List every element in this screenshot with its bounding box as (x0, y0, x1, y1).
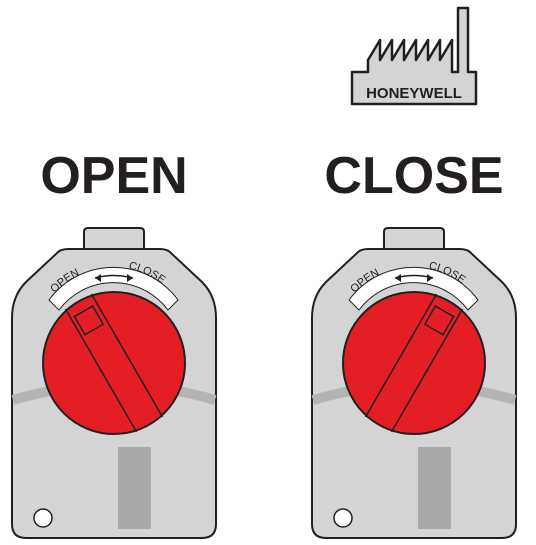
indicator-window (418, 447, 451, 529)
red-dial[interactable] (42, 291, 186, 435)
logo-text: HONEYWELL (366, 85, 462, 102)
red-dial[interactable] (342, 291, 486, 435)
dial-label-band (348, 266, 479, 311)
factory-icon (350, 6, 478, 106)
indicator-window (118, 447, 151, 529)
direction-arrow (394, 274, 434, 282)
actuator-top-tab (383, 227, 445, 249)
actuator-top-tab (83, 227, 145, 249)
close-heading: CLOSE (324, 147, 503, 205)
honeywell-logo: HONEYWELL (350, 6, 478, 106)
dial-handle-open (64, 293, 164, 433)
actuator-open: OPEN CLOSE (11, 227, 217, 539)
dial-label-band (48, 266, 179, 311)
direction-arrow (94, 274, 134, 282)
mounting-hole (33, 508, 53, 528)
actuator-close: OPEN CLOSE (311, 227, 517, 539)
dial-handle-closed (364, 293, 464, 433)
mounting-hole (333, 508, 353, 528)
open-heading: OPEN (40, 147, 187, 205)
